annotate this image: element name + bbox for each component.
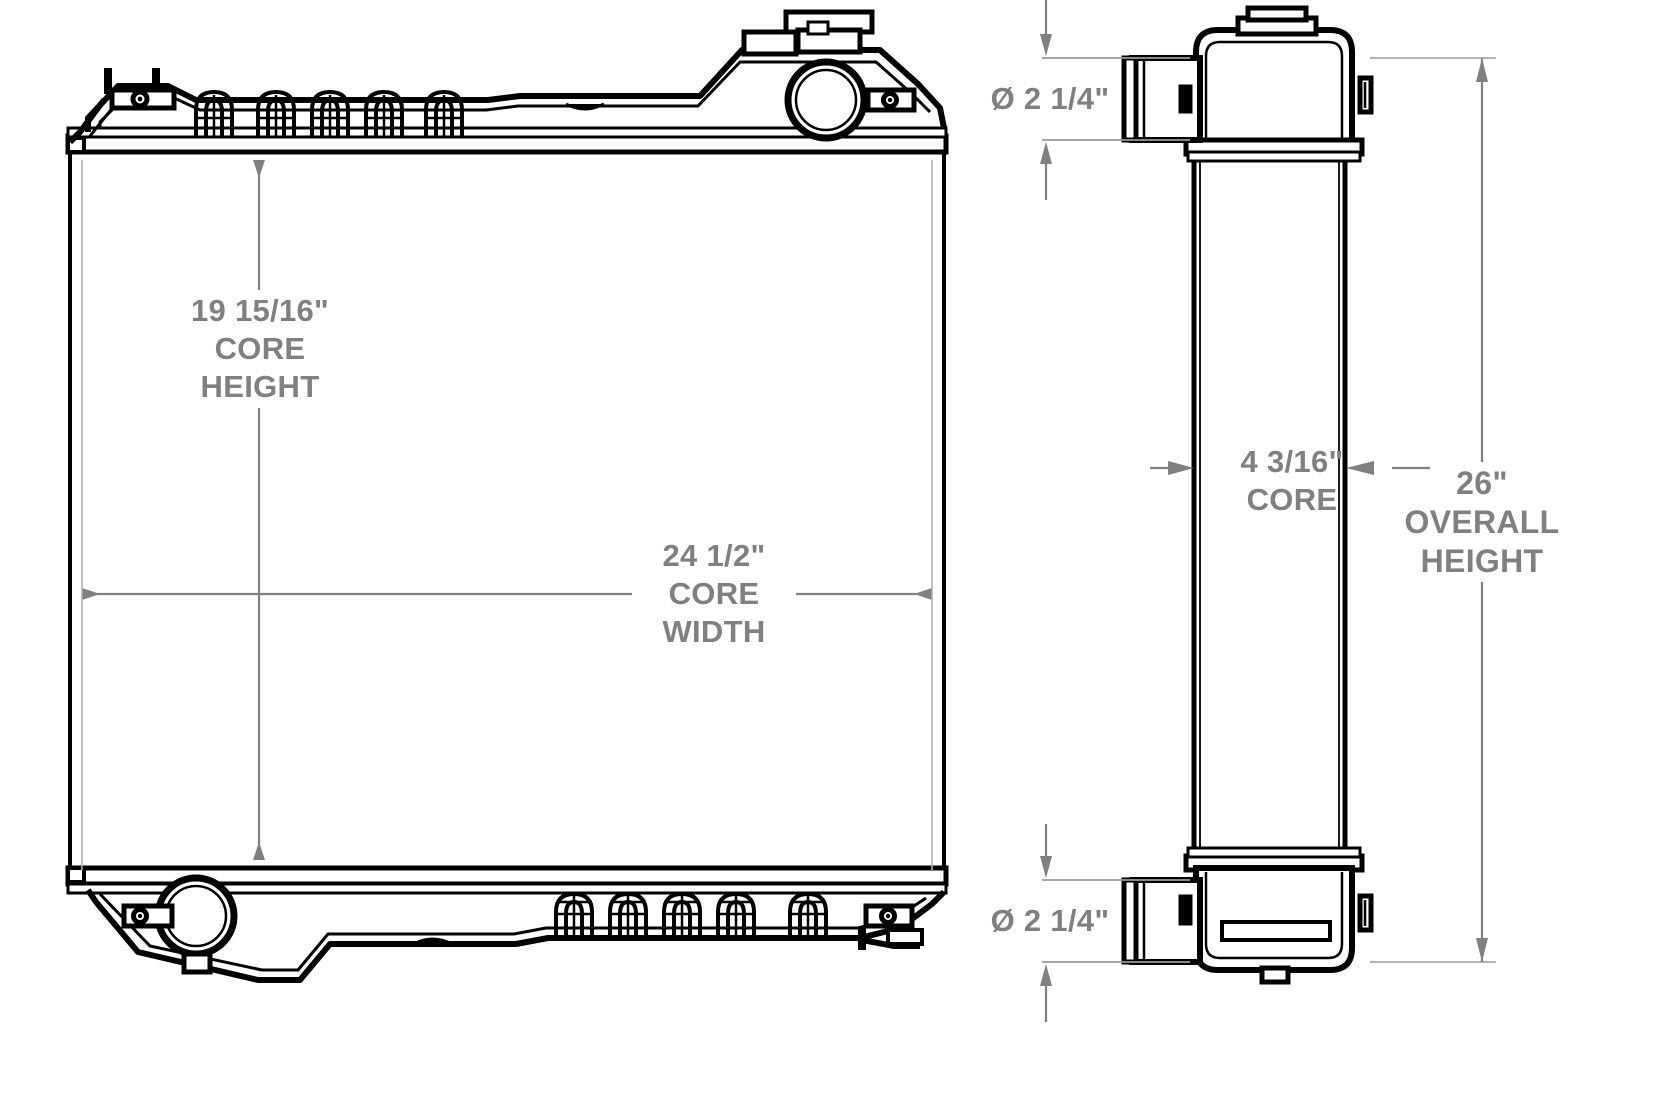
outlet-diameter-label: Ø 2 1/4" (990, 903, 1110, 938)
side-top-tank (1121, 5, 1374, 163)
top-left-mount-bracket (67, 68, 177, 145)
side-bottom-tank (1121, 846, 1374, 985)
overall-height-dimension (1370, 57, 1496, 963)
top-tank (65, 9, 949, 155)
core-width-dimension (81, 160, 933, 870)
bottom-tank-ribs (554, 891, 828, 938)
bottom-right-mount-bracket (863, 903, 915, 929)
core-width-label: 24 1/2" CORE WIDTH (662, 538, 766, 649)
top-inlet-port (784, 58, 868, 142)
drain-petcock (858, 928, 924, 950)
bottom-tank (65, 865, 949, 983)
core-depth-label: 4 3/16" CORE (1240, 444, 1344, 517)
core-height-label: 19 15/16" CORE HEIGHT (190, 293, 330, 404)
inlet-diameter-dimension (1040, 0, 1190, 200)
core-body (68, 150, 946, 870)
top-tank-ribs (194, 89, 464, 136)
top-right-mount-bracket (865, 87, 917, 113)
bottom-left-mount-bracket (121, 903, 175, 929)
inlet-diameter-label: Ø 2 1/4" (990, 81, 1110, 116)
overall-height-label: 26" OVERALL HEIGHT (1404, 465, 1560, 579)
core-height-dimension (253, 160, 265, 860)
front-view-group (65, 9, 949, 983)
side-core (1191, 160, 1348, 862)
filler-cap (741, 9, 875, 57)
core-depth-dimension (1150, 461, 1430, 475)
outlet-diameter-dimension (1040, 824, 1190, 1022)
side-view-group (1040, 0, 1496, 1022)
